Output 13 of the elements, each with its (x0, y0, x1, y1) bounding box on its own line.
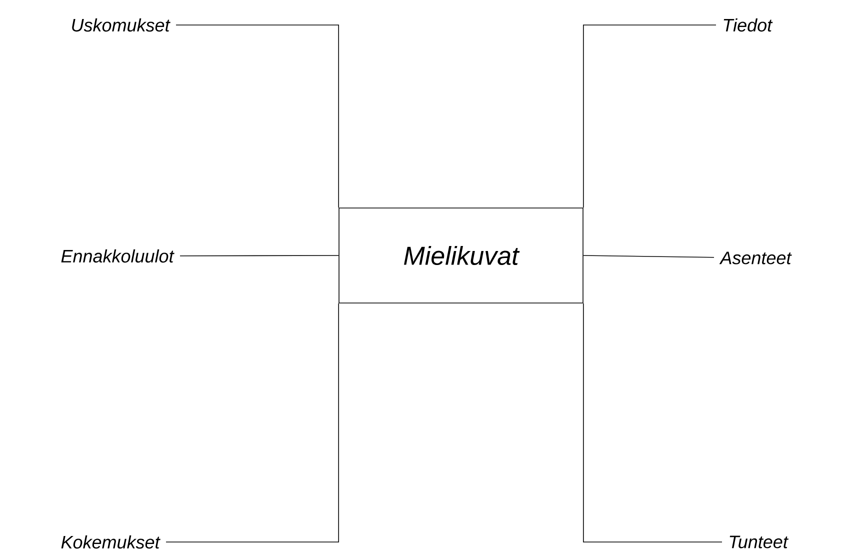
label-text: Tunteet (730, 536, 789, 548)
center-box: Mielikuvat (338, 208, 584, 304)
connector-line (583, 255, 714, 258)
label-text: Asenteet (719, 252, 792, 264)
label-text: Tiedot (724, 18, 773, 32)
label-text: Uskomukset (72, 18, 170, 32)
connector-line (180, 255, 339, 256)
label-text: Kokemukset (61, 535, 160, 549)
connector-line (583, 24, 716, 208)
label-text: Ennakkoluulot (61, 249, 174, 263)
connector-line (176, 24, 339, 208)
connector-line (583, 303, 722, 542)
connector-line (166, 303, 339, 542)
